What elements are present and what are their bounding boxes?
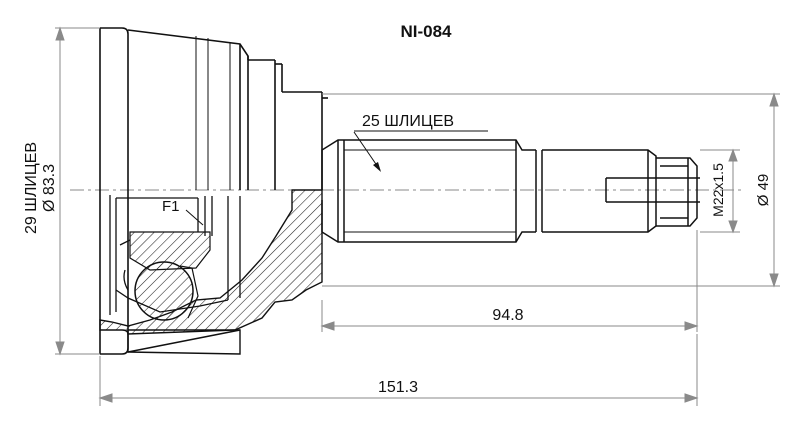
part-number: NI-084 — [400, 22, 452, 41]
journal — [542, 149, 657, 233]
left-dimension — [55, 26, 100, 356]
threaded-end — [605, 157, 700, 227]
shaft-length-dimension — [320, 230, 699, 332]
thread-label: M22x1.5 — [710, 163, 726, 217]
inner-splines-count-label: 29 ШЛИЦЕВ — [23, 142, 40, 234]
inner-diameter-label: Ø 83.3 — [41, 164, 58, 212]
thread-dimension — [700, 148, 740, 234]
feature-f1-label: F1 — [162, 198, 180, 215]
inner-race — [109, 195, 241, 315]
splined-shaft — [321, 139, 543, 243]
section-housing — [99, 189, 323, 355]
feature-f1-leader — [185, 209, 204, 226]
shaft-length-label: 94.8 — [492, 307, 523, 324]
abs-diameter-label: Ø 49 — [755, 174, 772, 207]
housing-contour-lines — [195, 36, 231, 190]
ball — [134, 261, 199, 321]
outer-splines-arrowhead — [373, 162, 381, 172]
outer-splines-label: 25 ШЛИЦЕВ — [362, 113, 454, 130]
total-length-label: 151.3 — [378, 379, 418, 396]
total-length-dimension — [98, 334, 699, 406]
right-dimension-49 — [322, 92, 780, 288]
